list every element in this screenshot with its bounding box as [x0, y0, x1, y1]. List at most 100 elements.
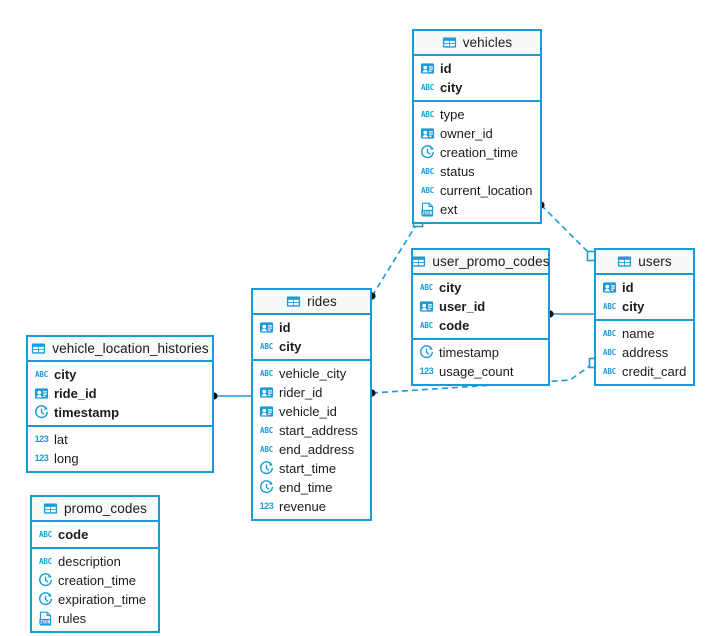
column-name: id	[622, 280, 634, 295]
svg-text:JSON: JSON	[40, 619, 51, 625]
column-row[interactable]: start_time	[253, 459, 370, 478]
table-title: vehicle_location_histories	[52, 341, 209, 356]
table-header-vehicle_location_histories[interactable]: vehicle_location_histories	[28, 337, 212, 362]
table-icon	[617, 254, 632, 269]
id-card-icon	[259, 320, 274, 335]
column-name: user_id	[439, 299, 486, 314]
table-header-vehicles[interactable]: vehicles	[414, 31, 540, 56]
column-name: long	[54, 451, 79, 466]
column-name: expiration_time	[58, 592, 147, 607]
column-row[interactable]: vehicle_id	[253, 402, 370, 421]
abc-icon: ABC	[603, 366, 616, 376]
table-header-user_promo_codes[interactable]: user_promo_codes	[412, 250, 549, 275]
table-icon	[31, 341, 46, 356]
column-row[interactable]: ABC credit_card	[596, 362, 693, 381]
column-row[interactable]: ABC description	[32, 552, 158, 571]
abc-icon: ABC	[421, 82, 434, 92]
column-name: timestamp	[439, 345, 499, 360]
column-row[interactable]: id	[414, 59, 540, 78]
column-name: timestamp	[54, 405, 120, 420]
column-name: id	[279, 320, 291, 335]
column-name: vehicle_id	[279, 404, 337, 419]
id-card-icon	[602, 280, 617, 295]
id-card-icon	[419, 299, 434, 314]
column-row[interactable]: id	[253, 318, 370, 337]
column-row[interactable]: id	[596, 278, 693, 297]
abc-icon: ABC	[39, 556, 52, 566]
abc-icon: ABC	[260, 368, 273, 378]
abc-icon: ABC	[260, 341, 273, 351]
column-row[interactable]: user_id	[413, 297, 548, 316]
column-row[interactable]: owner_id	[414, 124, 540, 143]
column-row[interactable]: end_time	[253, 478, 370, 497]
svg-text:JSON: JSON	[422, 210, 433, 216]
table-header-promo_codes[interactable]: promo_codes	[32, 497, 158, 522]
column-row[interactable]: timestamp	[413, 343, 548, 362]
column-name: start_time	[279, 461, 337, 476]
abc-icon: ABC	[421, 185, 434, 195]
column-name: rider_id	[279, 385, 323, 400]
column-row[interactable]: creation_time	[414, 143, 540, 162]
column-name: city	[279, 339, 302, 354]
table-title: users	[638, 254, 672, 269]
column-row[interactable]: expiration_time	[32, 590, 158, 609]
column-row[interactable]: ride_id	[28, 384, 212, 403]
column-name: name	[622, 326, 655, 341]
abc-icon: ABC	[260, 444, 273, 454]
123-icon: 123	[34, 453, 49, 463]
column-name: lat	[54, 432, 68, 447]
column-row[interactable]: rider_id	[253, 383, 370, 402]
column-name: description	[58, 554, 121, 569]
column-row[interactable]: ABC name	[596, 324, 693, 343]
column-name: address	[622, 345, 669, 360]
column-name: id	[440, 61, 452, 76]
column-row[interactable]: creation_time	[32, 571, 158, 590]
id-card-icon	[420, 61, 435, 76]
column-name: creation_time	[58, 573, 137, 588]
relationship-user-promo-codes-to-users[interactable]	[546, 310, 594, 318]
column-row[interactable]: 123 long	[28, 449, 212, 468]
column-name: credit_card	[622, 364, 687, 379]
clock-icon	[420, 145, 435, 160]
column-row[interactable]: ABC city	[253, 337, 370, 356]
column-name: revenue	[279, 499, 326, 514]
column-name: end_time	[279, 480, 333, 495]
column-name: code	[58, 527, 89, 542]
column-name: city	[439, 280, 462, 295]
table-header-rides[interactable]: rides	[253, 290, 370, 315]
column-name: city	[622, 299, 645, 314]
column-row[interactable]: timestamp	[28, 403, 212, 422]
column-name: start_address	[279, 423, 358, 438]
table-header-users[interactable]: users	[596, 250, 693, 275]
abc-icon: ABC	[603, 328, 616, 338]
relationship-rides-to-vehicle-location-histories[interactable]	[210, 392, 251, 400]
